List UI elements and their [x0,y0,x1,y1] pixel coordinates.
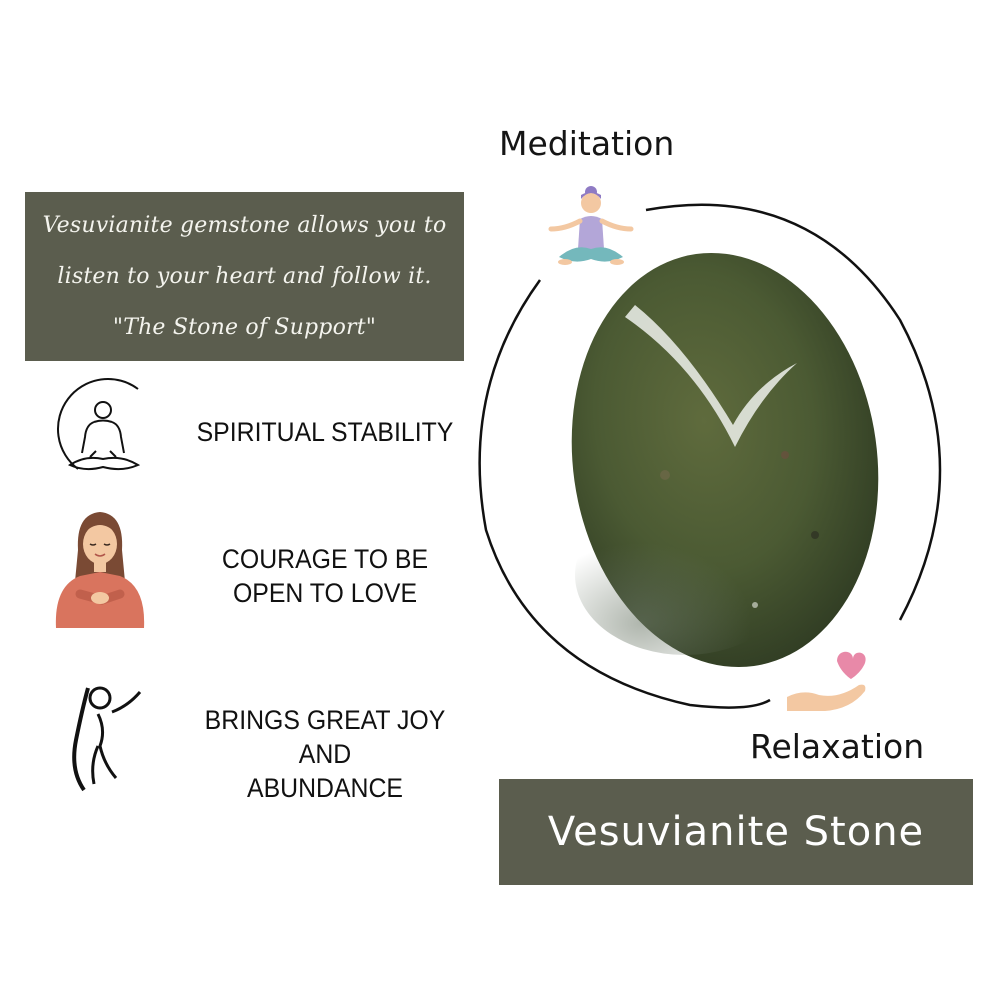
title-panel: Vesuvianite Stone [499,779,973,885]
vesuvianite-stone-image [565,245,885,675]
quote-line-3: "The Stone of Support" [112,315,377,340]
circle-arcs [478,203,942,709]
benefit-spiritual-stability: SPIRITUAL STABILITY [187,415,463,449]
benefit-joy: BRINGS GREAT JOY AND ABUNDANCE [187,703,463,805]
meditation-outline-icon [50,377,150,477]
product-title: Vesuvianite Stone [547,809,925,855]
benefit-courage: COURAGE TO BE OPEN TO LOVE [187,542,463,610]
benefit-line: COURAGE TO BE [221,544,429,574]
meditation-label: Meditation [499,124,675,163]
quote-line-2: listen to your heart and follow it. [57,264,432,289]
joyful-figure-icon [60,680,160,792]
meditating-person-icon [545,185,637,270]
relaxation-label: Relaxation [750,727,925,766]
benefit-line: OPEN TO LOVE [232,578,418,608]
benefit-line: BRINGS GREAT JOY AND [204,705,446,769]
woman-heart-icon [50,510,150,630]
benefit-line: SPIRITUAL STABILITY [196,417,454,447]
quote-line-1: Vesuvianite gemstone allows you to [42,213,447,238]
heart-in-hand-icon [785,645,870,715]
benefit-line: ABUNDANCE [247,773,403,803]
quote-panel: Vesuvianite gemstone allows you to liste… [25,192,464,361]
